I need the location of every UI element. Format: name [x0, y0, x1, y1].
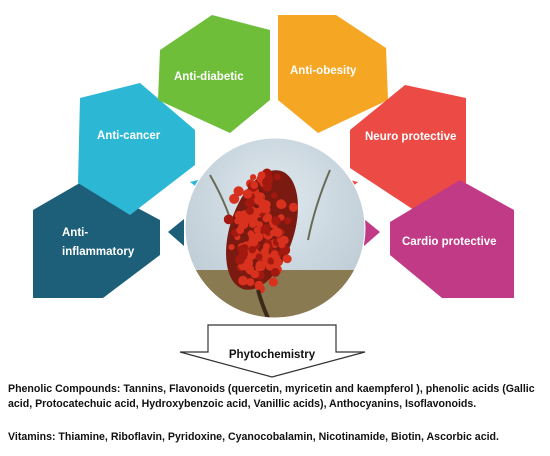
anti-cancer-petal: [78, 83, 195, 215]
pointer-cardio-protective: [364, 219, 380, 246]
berry: [246, 278, 255, 287]
neuro-protective-petal: [350, 85, 466, 212]
berry: [246, 268, 254, 275]
berry: [273, 257, 283, 267]
berry: [236, 226, 245, 235]
berry: [279, 235, 289, 245]
anti-inflammatory-label: Anti- inflammatory: [62, 227, 135, 258]
berry: [288, 202, 299, 212]
berry: [270, 250, 279, 259]
berry: [245, 198, 255, 208]
berry: [280, 247, 287, 255]
berry: [261, 200, 271, 210]
berry: [255, 260, 266, 271]
berry: [276, 199, 286, 210]
berry: [273, 228, 283, 238]
berry: [271, 192, 278, 199]
berry: [228, 244, 235, 251]
berry: [284, 217, 292, 225]
berry: [233, 186, 244, 197]
berry: [283, 254, 292, 264]
berry: [270, 267, 280, 277]
anti-diabetic-petal: [158, 15, 270, 133]
berry: [268, 277, 278, 287]
anti-obesity-label: Anti-obesity: [290, 65, 357, 77]
cardio-protective-label: Cardio protective: [402, 236, 497, 248]
berry: [250, 181, 259, 189]
berry: [271, 216, 281, 226]
berry: [264, 176, 273, 186]
berry: [263, 213, 273, 222]
berry: [267, 257, 275, 265]
berry: [246, 206, 254, 215]
berry: [229, 193, 240, 204]
cardio-protective-petal: [390, 180, 514, 298]
berry: [242, 189, 253, 199]
berry: [238, 275, 248, 286]
phytochemistry-arrow: [179, 324, 366, 378]
berry: [250, 174, 257, 181]
anti-diabetic-label: Anti-diabetic: [174, 71, 244, 83]
phenolic-compounds-text: Phenolic Compounds: Tannins, Flavonoids …: [8, 383, 535, 410]
berry: [257, 171, 266, 180]
neuro-protective-label: Neuro protective: [365, 131, 456, 143]
berry: [253, 226, 261, 234]
berry: [261, 247, 269, 255]
berry: [260, 224, 271, 234]
berry: [247, 230, 255, 237]
berry: [254, 232, 264, 242]
berry: [273, 173, 281, 181]
phytochemistry-label: Phytochemistry: [229, 349, 316, 361]
anti-obesity-petal: [278, 15, 388, 133]
berry: [235, 254, 245, 265]
berry: [248, 246, 256, 254]
berry: [223, 214, 234, 225]
berry: [255, 253, 263, 261]
berry: [234, 217, 241, 225]
anti-cancer-label: Anti-cancer: [97, 130, 161, 142]
pointer-anti-inflammatory: [168, 219, 184, 246]
vitamins-text: Vitamins: Thiamine, Riboflavin, Pyridoxi…: [8, 431, 499, 443]
